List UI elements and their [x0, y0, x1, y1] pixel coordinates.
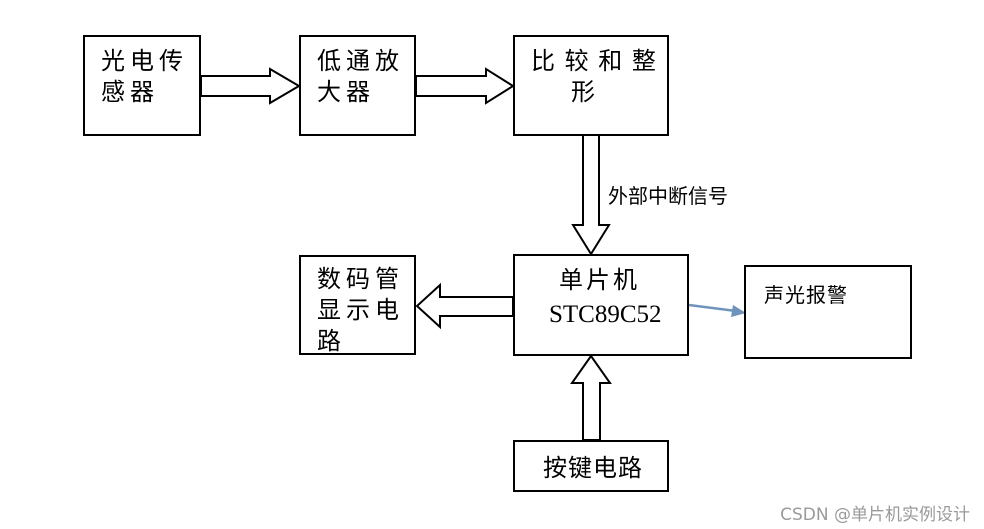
arrow-amplifier-to-comparator: [415, 67, 515, 105]
keypad-block: 按键电路: [513, 440, 669, 492]
comparator-block: 比 较 和 整 形: [513, 35, 669, 136]
comparator-label-line2: 形: [571, 78, 600, 106]
arrow-comparator-to-mcu: [571, 134, 611, 256]
arrow-mcu-to-alarm-head: [731, 305, 746, 317]
sensor-label-line2: 感器: [101, 78, 159, 106]
alarm-label: 声光报警: [764, 283, 848, 307]
mcu-block: 单片机 STC89C52: [513, 254, 689, 356]
alarm-block: 声光报警: [744, 265, 912, 359]
mcu-model: STC89C52: [549, 301, 662, 328]
sensor-label-line1: 光电传: [101, 47, 188, 75]
amplifier-label-line2: 大器: [317, 78, 375, 106]
arrow-mcu-to-display: [415, 282, 514, 330]
display-label-line1: 数码管: [317, 265, 404, 293]
keypad-label: 按键电路: [543, 454, 643, 482]
sensor-block: 光电传 感器: [83, 35, 201, 136]
interrupt-signal-label: 外部中断信号: [608, 184, 728, 208]
arrow-sensor-to-amplifier: [200, 67, 301, 105]
amplifier-block: 低通放 大器: [299, 35, 416, 136]
arrow-mcu-to-alarm: [688, 303, 737, 313]
mcu-name: 单片机: [559, 266, 640, 294]
amplifier-label-line1: 低通放: [317, 47, 404, 75]
comparator-label-line1: 比 较 和 整: [531, 47, 657, 75]
arrow-keypad-to-mcu: [570, 354, 612, 441]
display-label-line3: 路: [317, 327, 346, 355]
display-label-line2: 显示电: [317, 296, 404, 324]
csdn-watermark: CSDN @单片机实例设计: [780, 505, 970, 525]
display-block: 数码管 显示电 路: [299, 255, 416, 355]
